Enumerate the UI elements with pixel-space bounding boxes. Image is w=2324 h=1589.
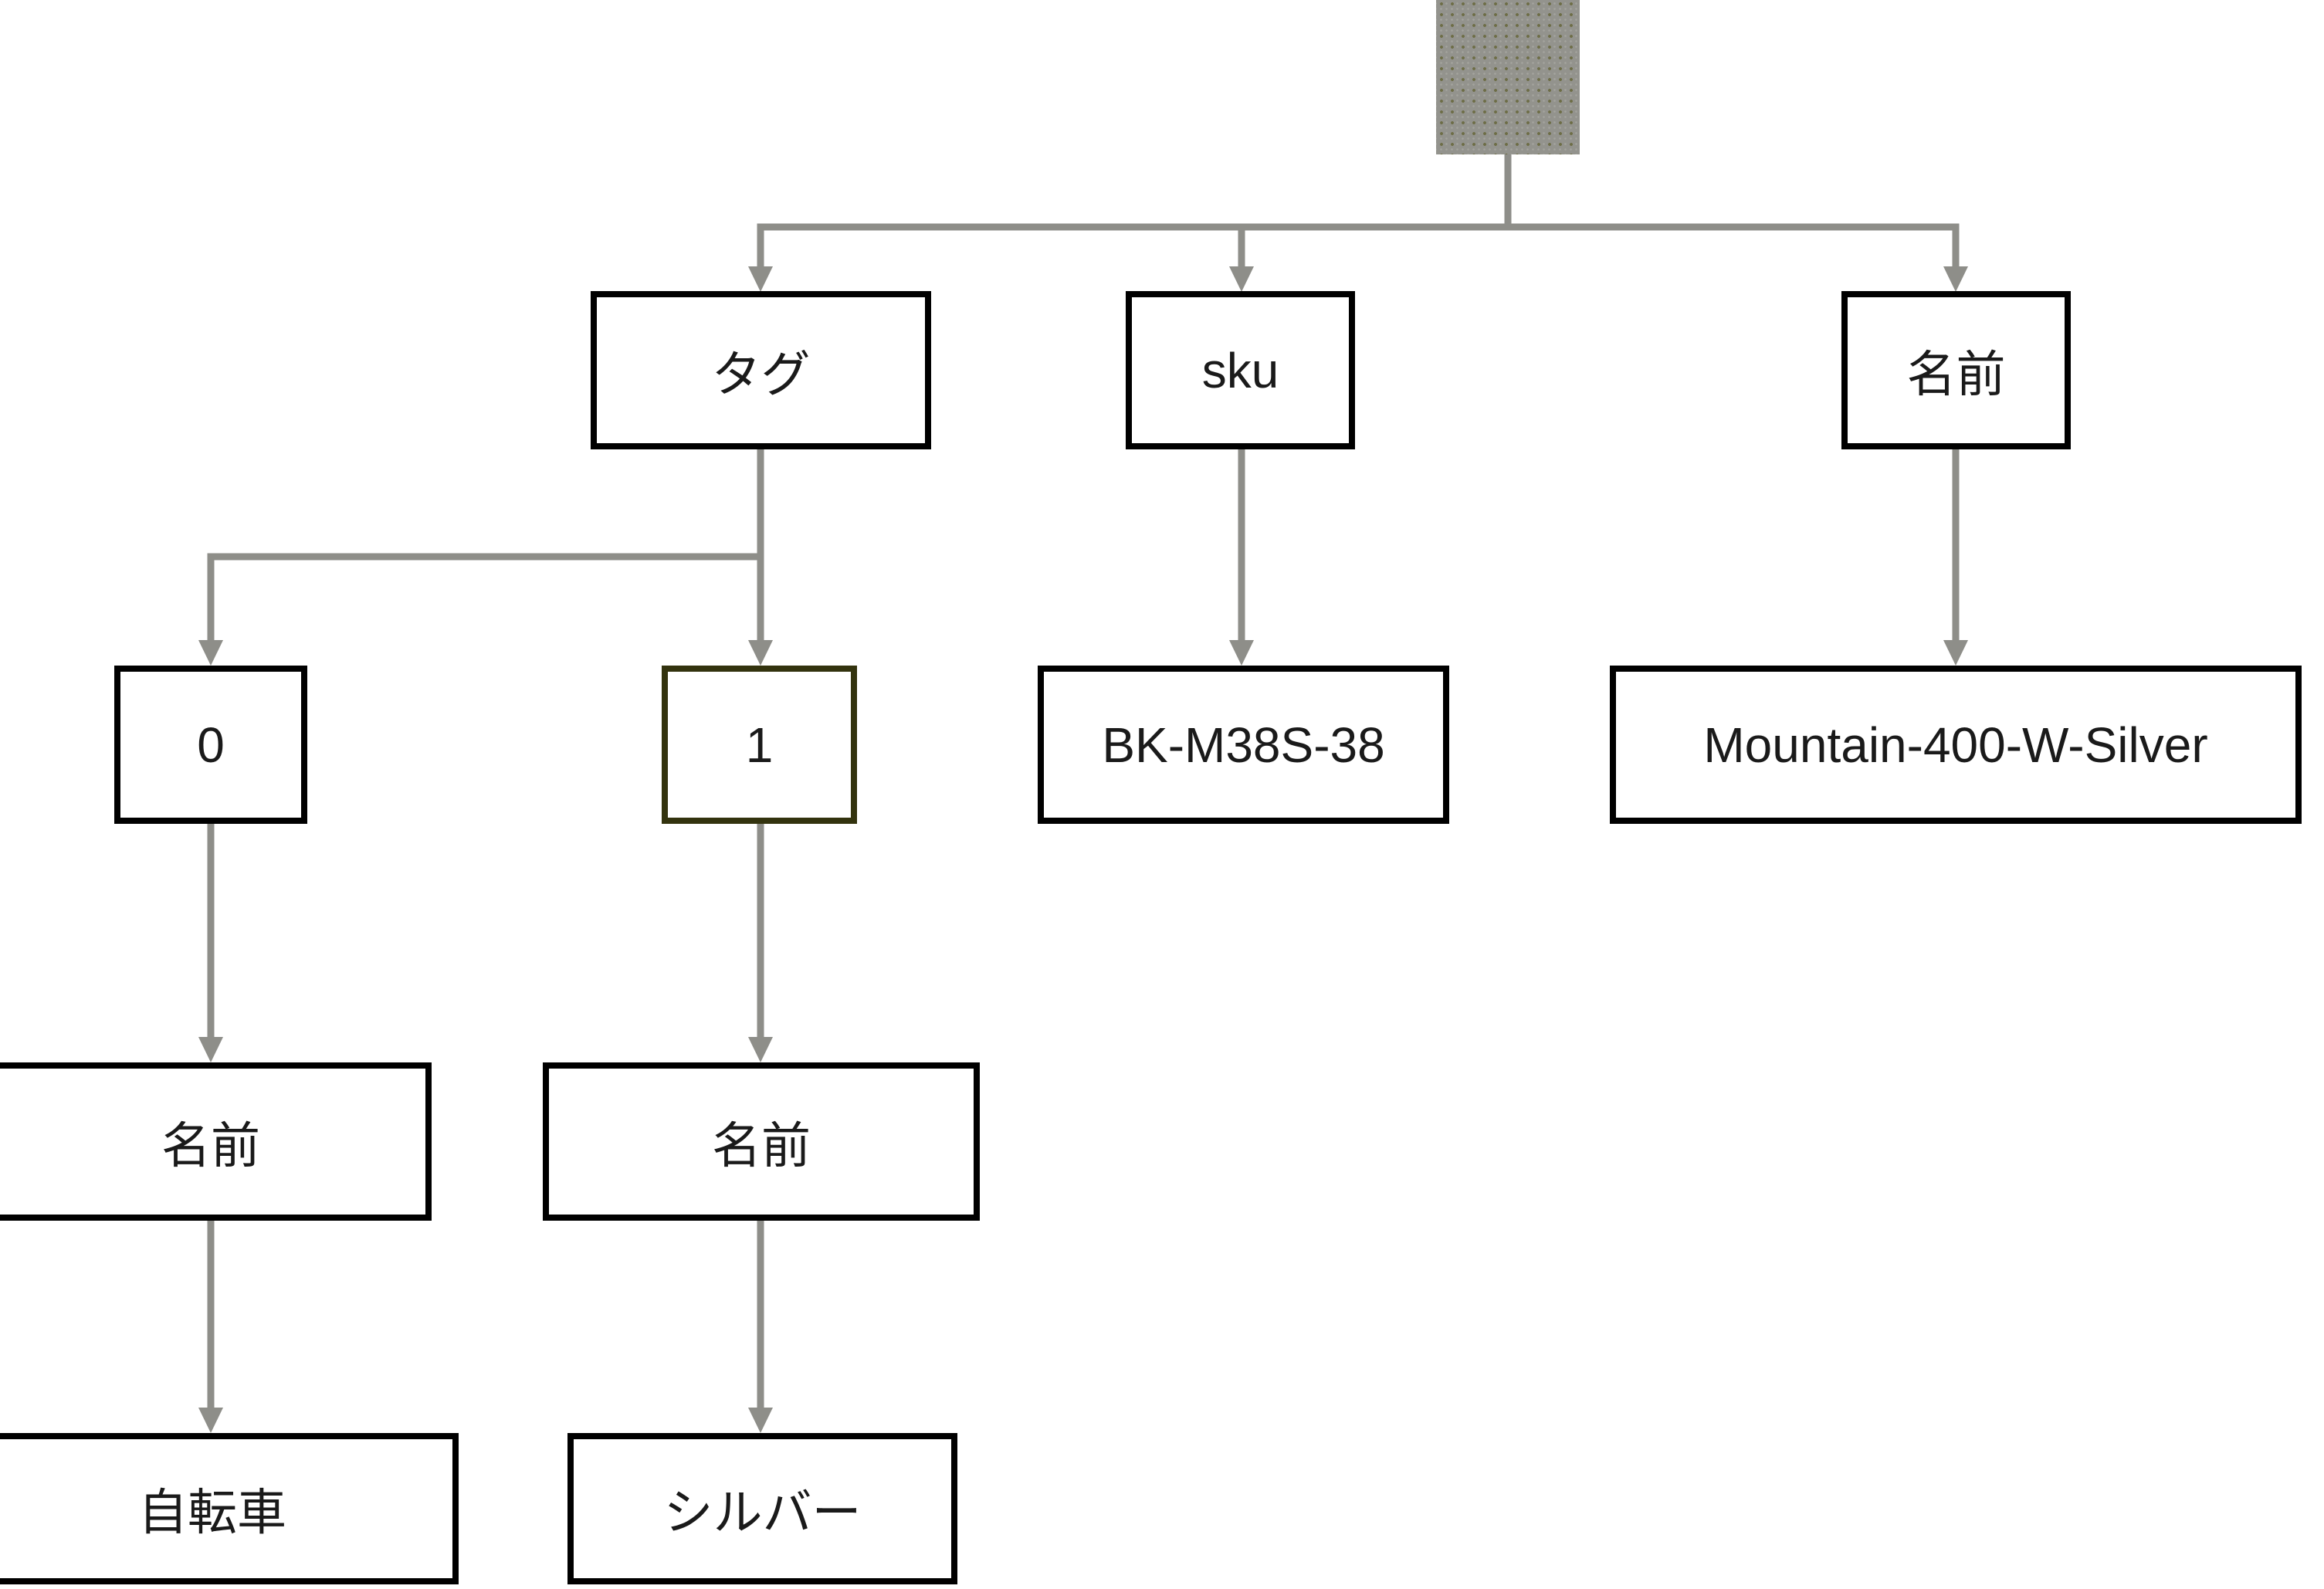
arrow-down-icon bbox=[748, 1408, 773, 1433]
node-sku[interactable]: sku bbox=[1126, 291, 1355, 449]
node-name-under-0[interactable]: 名前 bbox=[0, 1062, 432, 1221]
arrow-down-icon bbox=[198, 1037, 223, 1062]
node-name-value[interactable]: Mountain-400-W-Silver bbox=[1610, 666, 2302, 824]
node-sku-value[interactable]: BK-M38S-38 bbox=[1038, 666, 1449, 824]
node-label: 名前 bbox=[161, 1117, 260, 1174]
arrow-down-icon bbox=[1943, 266, 1968, 292]
arrow-down-icon bbox=[1943, 640, 1968, 666]
node-name-top[interactable]: 名前 bbox=[1841, 291, 2071, 449]
arrow-down-icon bbox=[1229, 266, 1254, 292]
arrow-down-icon bbox=[198, 1408, 223, 1433]
node-label: シルバー bbox=[663, 1485, 862, 1540]
node-bicycle-value[interactable]: 自転車 bbox=[0, 1433, 459, 1584]
node-label: BK-M38S-38 bbox=[1102, 717, 1385, 773]
node-label: 0 bbox=[197, 717, 225, 773]
node-label: 1 bbox=[745, 717, 774, 773]
node-index-1-selected[interactable]: 1 bbox=[662, 666, 857, 824]
node-label: 名前 bbox=[1906, 346, 2006, 402]
node-index-0[interactable]: 0 bbox=[114, 666, 307, 824]
arrow-down-icon bbox=[748, 640, 773, 666]
node-label: タグ bbox=[711, 346, 811, 402]
arrow-down-icon bbox=[748, 266, 773, 292]
node-label: 名前 bbox=[712, 1117, 811, 1174]
node-label: Mountain-400-W-Silver bbox=[1703, 717, 2208, 773]
node-label: sku bbox=[1201, 342, 1279, 398]
node-silver-value[interactable]: シルバー bbox=[567, 1433, 957, 1584]
node-tag[interactable]: タグ bbox=[591, 291, 931, 449]
arrow-down-icon bbox=[748, 1037, 773, 1062]
arrow-down-icon bbox=[1229, 640, 1254, 666]
node-root[interactable] bbox=[1436, 0, 1580, 154]
node-name-under-1[interactable]: 名前 bbox=[543, 1062, 980, 1221]
node-label: 自転車 bbox=[138, 1485, 286, 1540]
arrow-down-icon bbox=[198, 640, 223, 666]
